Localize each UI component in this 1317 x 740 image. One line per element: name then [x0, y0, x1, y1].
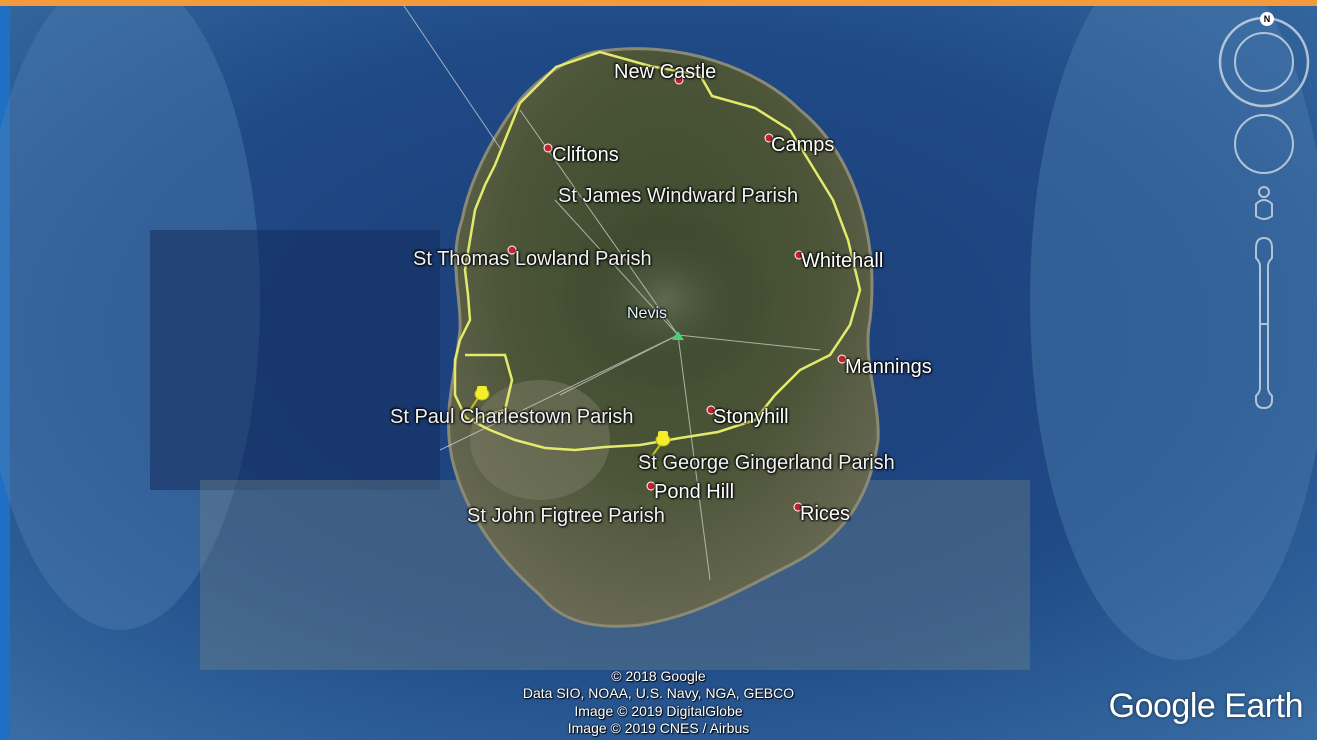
attribution-image-cnes: Image © 2019 CNES / Airbus: [567, 720, 750, 736]
label-st-thomas-lowland-parish: St Thomas Lowland Parish: [413, 248, 652, 270]
label-rices: Rices: [800, 503, 851, 525]
parish-leader-lines: [399, 0, 821, 581]
street-view-icon[interactable]: [1255, 186, 1273, 220]
label-new-castle: New Castle: [614, 61, 717, 83]
label-st-george-gingerland-parish: St George Gingerland Parish: [638, 452, 895, 474]
charlestown-town-area: [470, 380, 610, 500]
compass-north-indicator[interactable]: N: [1260, 12, 1274, 26]
nevis-peak-terrain: [555, 210, 775, 390]
label-pond-hill: Pond Hill: [654, 481, 735, 503]
mannings-marker[interactable]: [837, 354, 847, 364]
label-nevis: Nevis: [627, 305, 668, 322]
label-st-paul-charlestown-parish: St Paul Charlestown Parish: [390, 406, 634, 428]
cliftons-marker[interactable]: [543, 143, 553, 153]
nevis-peak-marker[interactable]: [672, 331, 684, 340]
label-st-john-figtree-parish: St John Figtree Parish: [467, 505, 665, 527]
navigation-controls: N: [1212, 8, 1312, 418]
label-st-james-windward-parish: St James Windward Parish: [558, 185, 799, 207]
rices-marker[interactable]: [793, 502, 803, 512]
st-thomas-marker[interactable]: [507, 245, 517, 255]
placemark-pin[interactable]: [469, 386, 490, 411]
stonyhill-marker[interactable]: [706, 405, 716, 415]
label-stonyhill: Stonyhill: [713, 406, 789, 428]
attribution-image-digitalglobe: Image © 2019 DigitalGlobe: [574, 703, 743, 719]
google-earth-logo: Google Earth: [1108, 687, 1304, 725]
camps-marker[interactable]: [764, 133, 774, 143]
label-whitehall: Whitehall: [801, 250, 884, 272]
compass-ring[interactable]: [1218, 16, 1310, 108]
placemark-pin[interactable]: [651, 431, 671, 457]
label-camps: Camps: [771, 134, 835, 156]
zoom-slider[interactable]: [1255, 236, 1273, 410]
look-joystick[interactable]: [1234, 114, 1294, 174]
charlestown-boundary: [465, 353, 514, 422]
new-castle-marker[interactable]: [674, 75, 684, 85]
attribution-data: Data SIO, NOAA, U.S. Navy, NGA, GEBCO: [522, 685, 795, 701]
attribution-copyright: © 2018 Google: [611, 668, 706, 684]
left-edge-bar: [0, 0, 10, 740]
parish-boundary: [453, 50, 862, 452]
pond-hill-marker[interactable]: [646, 481, 656, 491]
whitehall-marker[interactable]: [794, 250, 804, 260]
deep-water-tile: [150, 230, 440, 490]
top-accent-bar: [0, 0, 1317, 6]
label-mannings: Mannings: [845, 356, 932, 378]
town-markers: [507, 75, 847, 512]
label-cliftons: Cliftons: [552, 144, 619, 166]
